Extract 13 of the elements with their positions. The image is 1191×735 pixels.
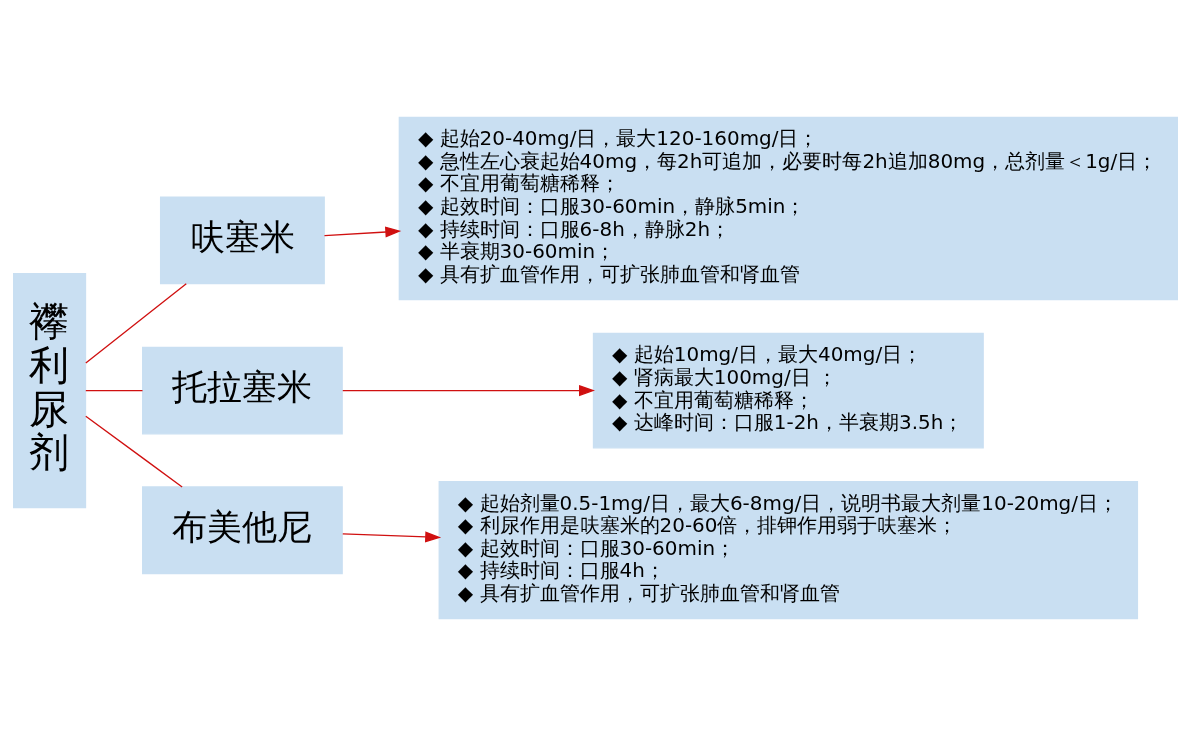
node-box: 襻利尿剂 (13, 272, 87, 508)
arrow (323, 225, 402, 238)
arrow (342, 384, 595, 396)
connector (85, 389, 144, 391)
node-box: 布美他尼 (142, 485, 343, 574)
node-box: ◆ 起始剂量0.5-1mg/日，最大6-8mg/日，说明书最大剂量10-20mg/日； ◆ 利尿作用是呋塞米的20-60倍，排钾作用弱于呋塞米； ◆ 起效时间：口服30-60min； ◆ 持续时间：口服4h； ◆ 具有扩血管作用，可扩张肺血管和肾血管 (438, 480, 1139, 619)
node-box: 呋塞米 (159, 195, 325, 284)
node-box: ◆ 起始20-40mg/日，最大120-160mg/日； ◆ 急性左心衰起始40mg，每2h可追加，必要时每2h追加80mg，总剂量＜1g/日； ◆ 不宜用葡萄糖稀释； ◆ 起效时间：口服30-60min，静脉5min； ◆ 持续时间：口服6-8h，静脉2h； ◆ 半衰期30-60min； ◆ 具有扩血管作用，可扩张肺血管和肾血管 (398, 116, 1178, 300)
node-box: 托拉塞米 (142, 346, 343, 434)
connector (85, 415, 183, 488)
connector (85, 282, 187, 364)
arrow (342, 530, 442, 542)
node-box: ◆ 起始10mg/日，最大40mg/日； ◆ 肾病最大100mg/日 ； ◆ 不宜用葡萄糖稀释； ◆ 达峰时间：口服1-2h，半衰期3.5h； (592, 332, 984, 448)
